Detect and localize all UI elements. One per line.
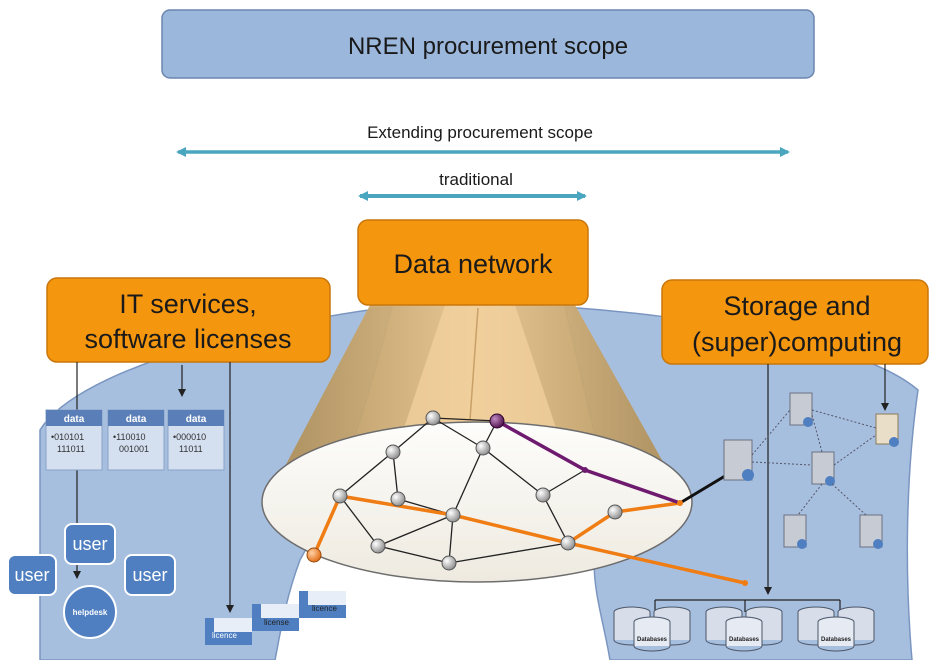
server-icon [783,514,807,549]
data-card-3: data •000010 11011 [167,409,225,471]
cone-arrow [469,307,479,421]
orange-route [312,494,747,585]
server-icon [723,439,754,481]
data-card-3-line2: 11011 [179,444,203,454]
user-box-1-label: user [72,534,107,554]
it-services-label-line2: software licenses [84,324,291,354]
server-icon [859,514,883,549]
user-box-3: user [124,554,176,596]
database-group-2: Databases [705,606,783,652]
title-box [161,9,815,79]
database-1-label: Databases [637,637,668,643]
storage-label-line2: (super)computing [692,327,902,357]
extending-scope-label: Extending procurement scope [367,123,593,142]
it-services-box [46,277,331,363]
helpdesk: helpdesk [63,585,117,639]
data-card-1-header: data [64,414,85,425]
data-card-3-line1: •000010 [173,432,206,442]
database-group-3: Databases [797,606,875,652]
network-nodes [306,410,748,586]
user-box-3-label: user [132,565,167,585]
cone-highlight [400,305,560,440]
data-card-1-line2: 111011 [57,444,85,454]
server-icon [811,451,835,486]
data-card-2-line2: 001001 [119,444,149,454]
helpdesk-label: helpdesk [73,608,108,617]
user-box-2: user [7,554,57,596]
server-icon [875,413,899,447]
it-services-label-line1: IT services, [119,289,257,319]
licence-3-label: licence [312,604,337,613]
data-card-3-header: data [186,414,207,425]
data-card-2: data •110010 001001 [107,409,165,471]
data-card-2-header: data [126,414,147,425]
licence-docs: licence license licence [205,591,346,645]
data-card-1-line1: •010101 [51,432,84,442]
storage-connectors [654,364,889,612]
network-edges [339,417,616,564]
network-ellipse [261,421,693,583]
data-card-2-line1: •110010 [113,432,146,442]
database-2-label: Databases [729,637,760,643]
data-network-box [357,219,589,306]
server-cluster [723,392,899,549]
data-card-1: data •010101 111011 [45,409,103,471]
user-box-2-label: user [14,565,49,585]
server-links [751,409,877,516]
user-box-1: user [64,523,116,565]
licence-2-label: license [264,618,289,627]
storage-label-line1: Storage and [723,291,870,321]
title-text: NREN procurement scope [348,33,628,60]
data-network-label: Data network [393,249,553,279]
storage-box [661,279,929,365]
database-3-label: Databases [821,637,852,643]
licence-1-label: licence [212,631,237,640]
database-group-1: Databases [613,606,691,652]
server-icon [789,392,813,427]
traditional-label: traditional [439,170,513,189]
